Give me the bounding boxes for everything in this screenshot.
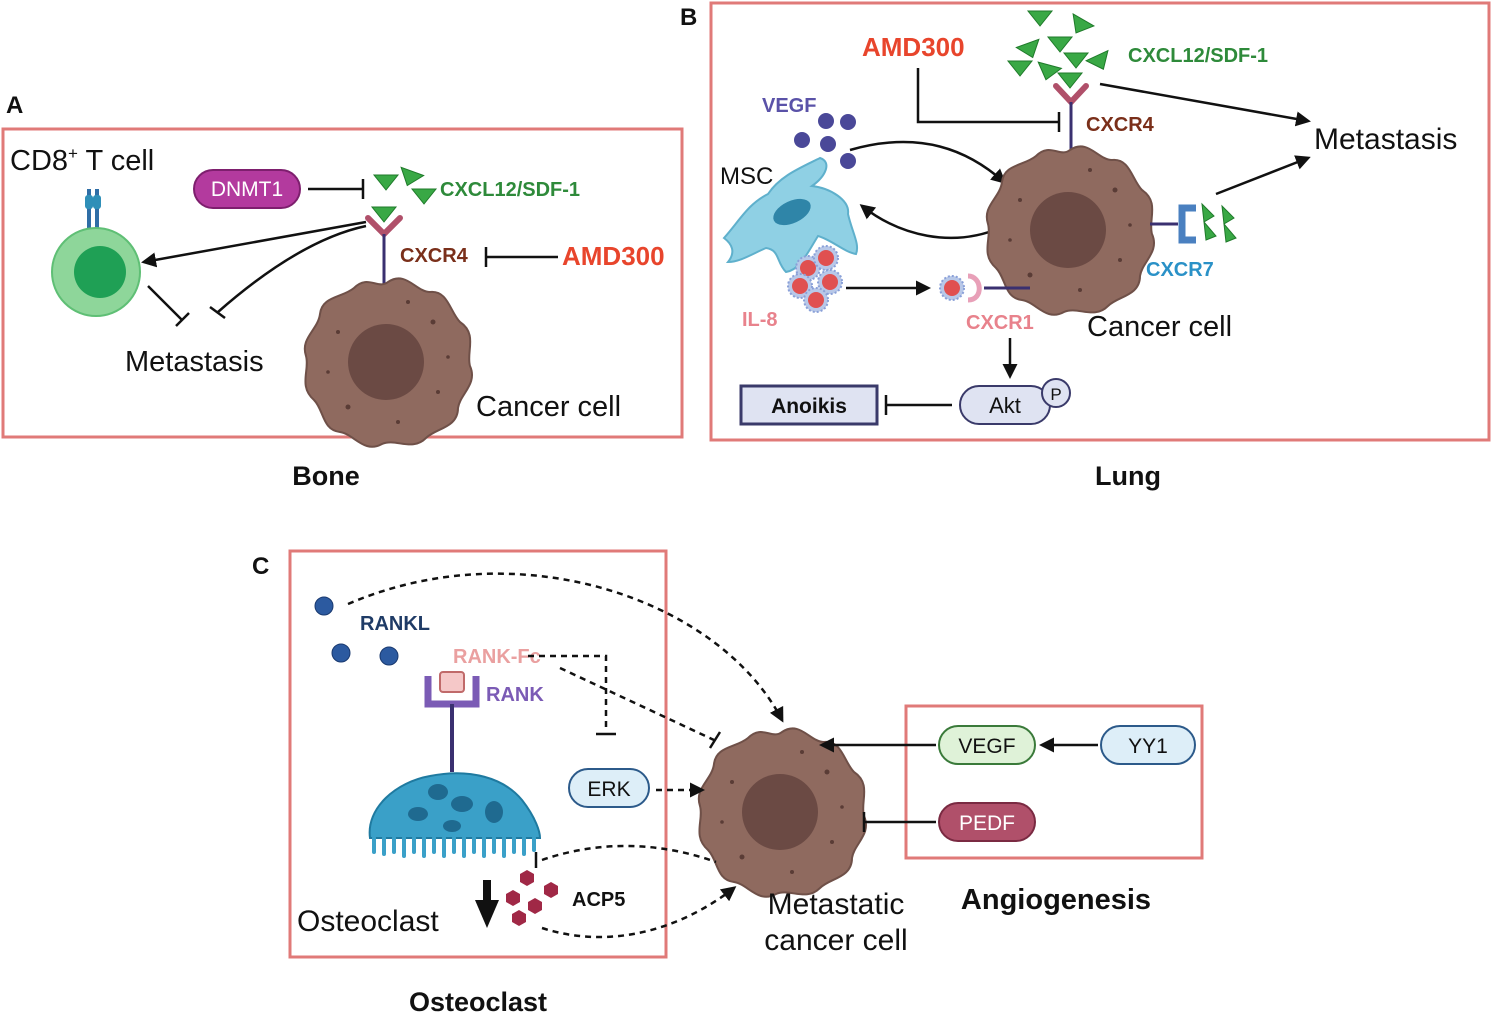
anoikis-label: Anoikis: [771, 395, 847, 418]
pedf-label: PEDF: [959, 812, 1015, 835]
panel-b: B AMD300 CXCL12/SDF-1 CXCR4 Metastasis V…: [680, 1, 1491, 491]
c-cancer-cell: [697, 727, 868, 898]
t-cell: [51, 189, 141, 317]
osteoclast-cell-label: Osteoclast: [297, 905, 439, 938]
b-cxcr7-receptor: [1150, 202, 1237, 244]
panel-a-letter: A: [6, 92, 23, 119]
osteoclast-frame: [288, 549, 668, 959]
b-cxcr1-label: CXCR1: [966, 312, 1034, 334]
a-amd300-label: AMD300: [562, 241, 665, 271]
yy1-pill: [1100, 725, 1196, 765]
c-vegf-label: VEGF: [958, 735, 1015, 758]
acp5-hexagons: [506, 870, 558, 926]
a-cancer-cell: [303, 277, 474, 448]
panel-a: A CD8+ T cell DNMT1 CXCL12/SDF-1 CXCR4: [1, 92, 684, 491]
cd8-t-cell-label: CD8+ T cell: [10, 144, 154, 177]
panel-b-frame: [709, 1, 1491, 442]
angiogenesis-frame: [904, 704, 1204, 860]
b-ligand-label: CXCL12/SDF-1: [1128, 45, 1268, 67]
a-cxcr4-label: CXCR4: [400, 245, 469, 267]
panel-b-letter: B: [680, 4, 697, 31]
a-ligand-label: CXCL12/SDF-1: [440, 179, 580, 201]
erk-label: ERK: [587, 778, 630, 801]
anoikis-box: [739, 384, 879, 426]
b-cxcr4-label: CXCR4: [1086, 114, 1155, 136]
b-cxcr1-receptor: [967, 273, 1030, 303]
osteoclast-caption: Osteoclast: [409, 987, 547, 1015]
phospho-label: P: [1050, 385, 1061, 404]
c-cancer-line2: cancer cell: [764, 924, 907, 957]
panel-b-caption: Lung: [1095, 461, 1161, 491]
akt-label: Akt: [989, 393, 1021, 418]
erk-pill: [568, 768, 650, 808]
b-vegf-dots: [794, 113, 856, 169]
b-ligand-cluster: [1007, 10, 1115, 89]
a-cxcr4-receptor: [365, 215, 403, 290]
panel-c-letter: C: [252, 553, 269, 580]
c-vegf-pill: [938, 725, 1036, 765]
rank-receptor: [424, 671, 480, 772]
b-il8-label: IL-8: [742, 309, 778, 331]
b-vegf-label: VEGF: [762, 95, 816, 117]
a-cancer-cell-label: Cancer cell: [476, 391, 621, 423]
yy1-label: YY1: [1128, 735, 1168, 758]
rank-label: RANK: [486, 684, 544, 706]
panel-a-caption: Bone: [292, 461, 360, 491]
pedf-pill: [938, 802, 1036, 842]
rankfc-label: RANK-Fc: [453, 646, 541, 668]
c-cancer-line1: Metastatic: [768, 888, 905, 921]
dnmt1-label: DNMT1: [211, 178, 283, 201]
phospho-badge: [1041, 378, 1071, 408]
rankl-dots: [314, 596, 399, 666]
b-metastasis-label: Metastasis: [1314, 123, 1457, 156]
dnmt1-pill: [193, 169, 301, 209]
b-cancer-cell-label: Cancer cell: [1087, 311, 1232, 343]
b-cancer-cell: [985, 145, 1156, 316]
angiogenesis-caption: Angiogenesis: [961, 884, 1151, 916]
rankl-label: RANKL: [360, 613, 430, 635]
osteoclast-cell: [368, 772, 542, 858]
acp5-label: ACP5: [572, 889, 625, 911]
b-amd300-label: AMD300: [862, 32, 965, 62]
b-cxcr7-label: CXCR7: [1146, 259, 1214, 281]
panel-c: C RANKL RANK-Fc RANK: [252, 549, 1204, 1015]
osteoclast-down-arrow: [475, 880, 499, 928]
panel-a-frame: [1, 127, 684, 439]
b-cxcr4-receptor: [1053, 83, 1089, 152]
msc-label: MSC: [720, 163, 773, 190]
a-metastasis-label: Metastasis: [125, 346, 264, 378]
